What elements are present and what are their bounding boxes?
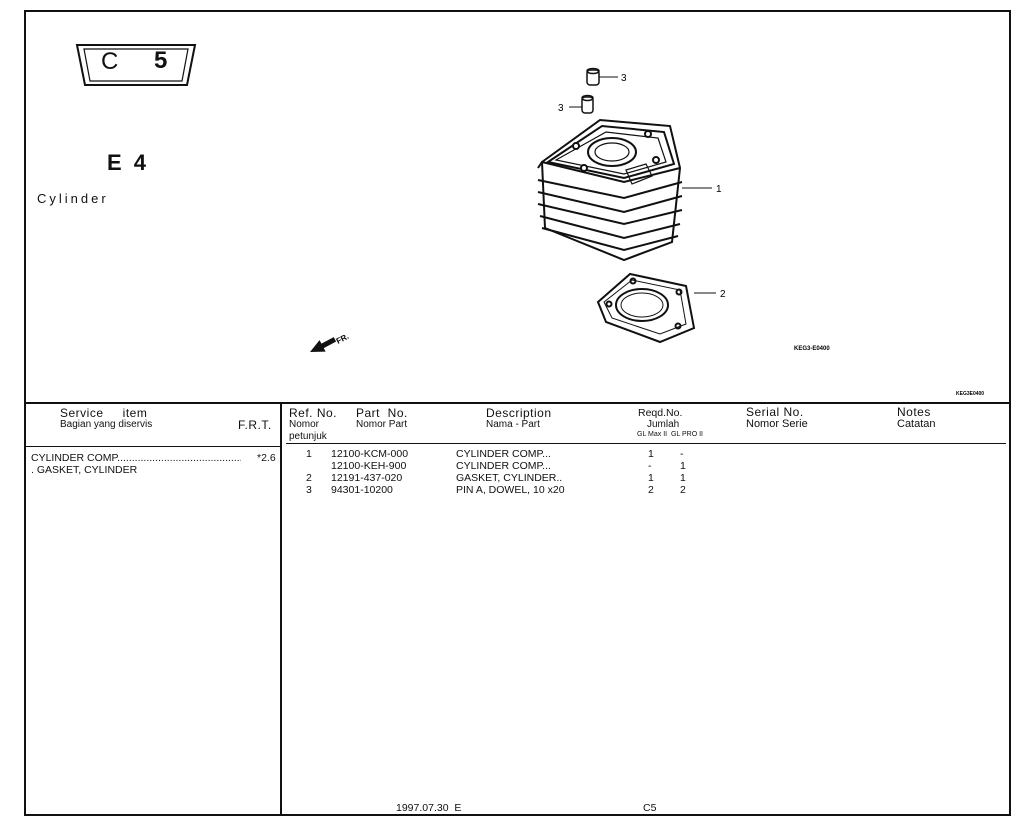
part-number: 12100-KCM-000: [331, 448, 409, 460]
section-letter: C: [101, 48, 119, 75]
part-ref: 3: [306, 484, 312, 496]
part-number: 12100-KEH-900: [331, 460, 407, 472]
header-part-no: Part No.: [356, 406, 408, 420]
header-notes: Notes: [897, 405, 931, 419]
front-direction-label: FR.: [335, 332, 351, 346]
service-item-label: . GASKET, CYLINDER: [31, 464, 138, 476]
header-frt: F.R.T.: [238, 418, 272, 432]
part-qty-glpro: 1: [680, 472, 686, 484]
service-item-frt: *2.6: [257, 452, 276, 464]
part-qty-glmax: 2: [648, 484, 654, 496]
header-description-sub: Nama - Part: [486, 419, 540, 430]
part-number: 94301-10200: [331, 484, 393, 496]
header-reqd-models: GL Max II GL PRO II: [637, 431, 703, 438]
header-service-item-sub: Bagian yang diservis: [60, 419, 153, 430]
footer-date: 1997.07.30 E: [396, 802, 462, 814]
part-number: 12191-437-020: [331, 472, 403, 484]
parts-header-rule: [286, 443, 1006, 444]
part-description: GASKET, CYLINDER..: [456, 472, 563, 484]
callout-2: 2: [720, 289, 726, 300]
header-ref-no-sub2: petunjuk: [289, 431, 327, 442]
cylinder-gasket-icon: [596, 272, 696, 344]
part-qty-glpro: 2: [680, 484, 686, 496]
footer-page: C5: [643, 802, 657, 814]
part-description: PIN A, DOWEL, 10 x20: [456, 484, 565, 496]
header-reqd-no-sub: Jumlah: [647, 419, 680, 430]
callout-3a: 3: [621, 73, 627, 84]
section-code-badge: [75, 44, 197, 86]
cylinder-block-icon: [537, 118, 683, 262]
part-qty-glmax: 1: [648, 472, 654, 484]
page-frame: [24, 10, 1011, 816]
callout-3b: 3: [558, 103, 564, 114]
front-direction-arrow-icon: [310, 337, 337, 352]
service-item-label: CYLINDER COMP...........................…: [31, 452, 241, 464]
section-number: 5: [154, 47, 168, 74]
part-qty-glpro: 1: [680, 460, 686, 472]
part-description: CYLINDER COMP...: [456, 448, 551, 460]
parts-diagram: 3 3 1 2 FR.: [310, 67, 984, 397]
dowel-pin-upper-icon: [586, 67, 600, 86]
header-part-no-sub: Nomor Part: [356, 419, 408, 430]
header-serial-no: Serial No.: [746, 405, 804, 419]
header-notes-sub: Catatan: [897, 418, 936, 430]
group-title: Cylinder: [37, 191, 109, 206]
header-reqd-no: Reqd.No.: [638, 407, 683, 419]
table-top-rule: [24, 402, 1011, 404]
header-ref-no-sub1: Nomor: [289, 419, 320, 430]
part-ref: 2: [306, 472, 312, 484]
part-qty-glpro: -: [680, 448, 684, 460]
part-qty-glmax: 1: [648, 448, 654, 460]
group-code: E 4: [107, 150, 150, 175]
callout-1: 1: [716, 184, 722, 195]
part-ref: 1: [306, 448, 312, 460]
header-serial-no-sub: Nomor Serie: [746, 418, 808, 430]
part-qty-glmax: -: [648, 460, 652, 472]
header-ref-no: Ref. No.: [289, 406, 338, 420]
table-divider: [280, 402, 282, 815]
part-description: CYLINDER COMP...: [456, 460, 551, 472]
dowel-pin-lower-icon: [581, 94, 594, 114]
header-description: Description: [486, 406, 552, 420]
drawing-number: KEG3-E0400: [794, 346, 830, 352]
header-service-item: Service item: [60, 406, 148, 420]
service-header-rule: [24, 446, 281, 447]
drawing-number-small: KEG3E0400: [956, 391, 984, 397]
